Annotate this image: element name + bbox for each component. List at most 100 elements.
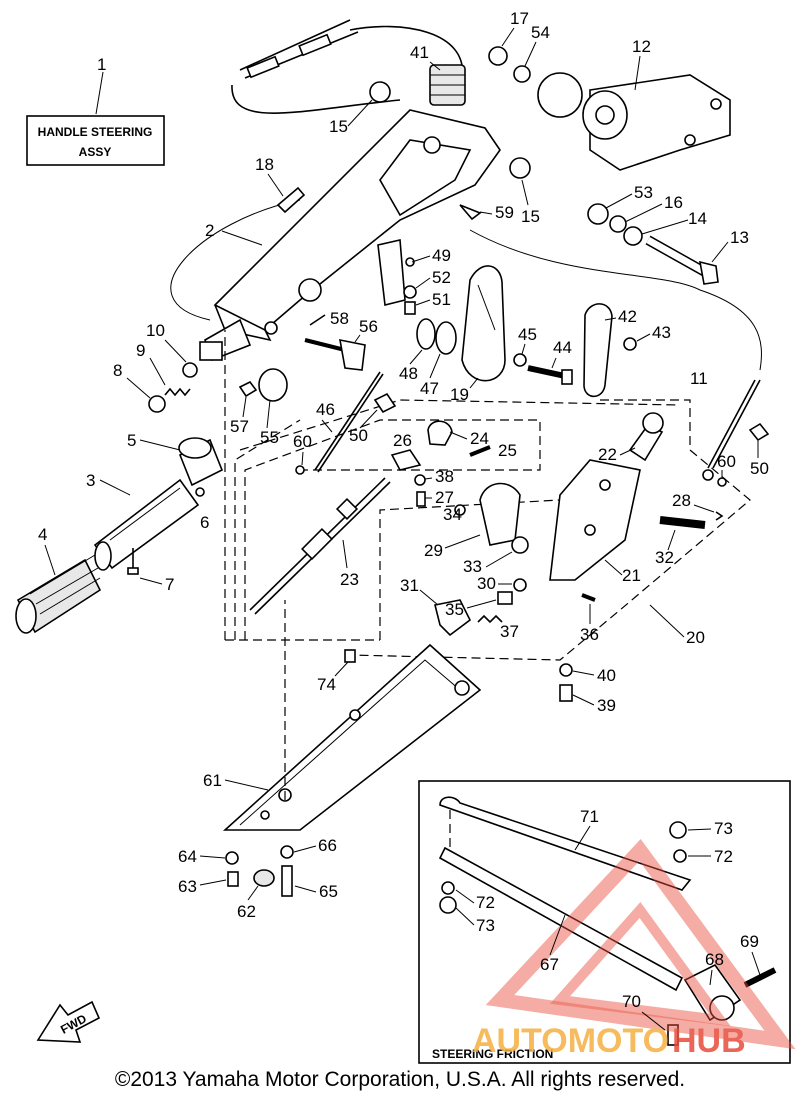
spring-37 xyxy=(477,614,503,624)
label-part-44: 44 xyxy=(553,338,572,357)
pin-74 xyxy=(344,649,356,663)
label-part-43: 43 xyxy=(652,323,671,342)
washer-64 xyxy=(225,851,239,865)
label-part-67: 67 xyxy=(540,955,559,974)
copyright-notice: ©2013 Yamaha Motor Corporation, U.S.A. A… xyxy=(114,1068,686,1091)
friction-disc-48 xyxy=(416,318,436,350)
washer-14 xyxy=(623,226,643,246)
clip-28 xyxy=(715,511,724,521)
label-part-4: 4 xyxy=(38,525,47,544)
grommet-62 xyxy=(253,869,275,887)
label-part-66: 66 xyxy=(318,836,337,855)
block-31 xyxy=(434,599,472,637)
label-part-46: 46 xyxy=(316,400,335,419)
label-part-55: 55 xyxy=(260,428,279,447)
pin-58 xyxy=(309,314,326,326)
friction-plate-42 xyxy=(583,303,613,398)
label-part-22: 22 xyxy=(598,445,617,464)
label-part-62: 62 xyxy=(237,902,256,921)
washer-52 xyxy=(403,285,417,299)
screw-7 xyxy=(127,548,139,575)
label-part-60b: 60 xyxy=(717,452,736,471)
shift-rod-23 xyxy=(249,477,391,615)
label-part-59: 59 xyxy=(495,203,514,222)
clip-50-right xyxy=(748,422,770,442)
clip-60-left xyxy=(295,465,305,475)
spring-9 xyxy=(164,387,191,397)
label-part-52: 52 xyxy=(432,268,451,287)
bracket-49 xyxy=(377,239,406,306)
lever-24 xyxy=(427,420,453,446)
label-part-17: 17 xyxy=(510,9,529,28)
steering-bracket xyxy=(199,109,501,362)
label-part-51: 51 xyxy=(432,290,451,309)
lever-22 xyxy=(628,412,664,462)
label-part-50a: 50 xyxy=(349,426,368,445)
throttle-grip xyxy=(15,554,102,634)
washer-54 xyxy=(513,65,531,83)
screw-27 xyxy=(416,491,426,507)
label-part-15b: 15 xyxy=(521,207,540,226)
label-part-50b: 50 xyxy=(750,459,769,478)
pin-25 xyxy=(469,445,491,457)
throttle-cables xyxy=(170,19,762,371)
ring-10 xyxy=(182,362,198,378)
watermark-part2: HUB xyxy=(672,1022,746,1060)
throttle-shaft xyxy=(93,478,200,571)
label-part-29: 29 xyxy=(424,541,443,560)
grommet xyxy=(429,64,466,106)
label-part-72b: 72 xyxy=(476,893,495,912)
label-part-27: 27 xyxy=(435,488,454,507)
shift-assembly-outline xyxy=(224,330,751,661)
label-part-7: 7 xyxy=(165,575,174,594)
fwd-arrow: FWD xyxy=(36,1000,101,1043)
clip-59 xyxy=(459,204,482,221)
washer-40 xyxy=(559,663,573,677)
swivel-bracket xyxy=(537,72,731,171)
friction-knob-56 xyxy=(304,338,366,371)
label-part-47: 47 xyxy=(420,379,439,398)
shift-lever-29 xyxy=(479,482,521,546)
shift-plate-21 xyxy=(549,459,641,581)
label-part-61: 61 xyxy=(203,771,222,790)
bolt-51 xyxy=(404,301,416,315)
label-part-21: 21 xyxy=(622,566,641,585)
label-part-69: 69 xyxy=(740,932,759,951)
label-part-63: 63 xyxy=(178,877,197,896)
handle-steering-assy-box: HANDLE STEERING ASSY xyxy=(26,71,165,166)
handle-box-line1: HANDLE STEERING xyxy=(38,125,153,139)
screw-63 xyxy=(227,871,239,887)
label-part-37: 37 xyxy=(500,622,519,641)
bolt-39 xyxy=(559,684,573,702)
label-part-40: 40 xyxy=(597,666,616,685)
clip-34 xyxy=(454,504,466,516)
label-part-19: 19 xyxy=(450,385,469,404)
label-part-10: 10 xyxy=(146,321,165,340)
label-part-30: 30 xyxy=(477,574,496,593)
throttle-collar xyxy=(178,437,224,487)
boot-55 xyxy=(258,368,288,402)
rod-46 xyxy=(314,371,384,473)
handle-box-line2: ASSY xyxy=(79,145,112,159)
label-part-6: 6 xyxy=(200,513,209,532)
label-part-49: 49 xyxy=(432,246,451,265)
screw-36 xyxy=(581,593,596,602)
friction-disc-47 xyxy=(435,321,457,355)
label-part-8: 8 xyxy=(113,361,122,380)
label-part-58: 58 xyxy=(330,309,349,328)
label-part-31: 31 xyxy=(400,576,419,595)
washer-45 xyxy=(513,353,527,367)
label-part-5: 5 xyxy=(127,431,136,450)
label-part-14: 14 xyxy=(688,209,707,228)
label-part-72a: 72 xyxy=(714,847,733,866)
bottom-cover-61 xyxy=(222,643,482,831)
clip-60-right xyxy=(717,477,727,487)
label-part-16: 16 xyxy=(664,193,683,212)
label-part-1: 1 xyxy=(97,55,106,74)
label-part-34: 34 xyxy=(443,505,462,524)
label-part-68: 68 xyxy=(705,950,724,969)
ball-30 xyxy=(513,578,527,592)
label-part-48: 48 xyxy=(399,364,418,383)
label-part-41: 41 xyxy=(410,43,429,62)
